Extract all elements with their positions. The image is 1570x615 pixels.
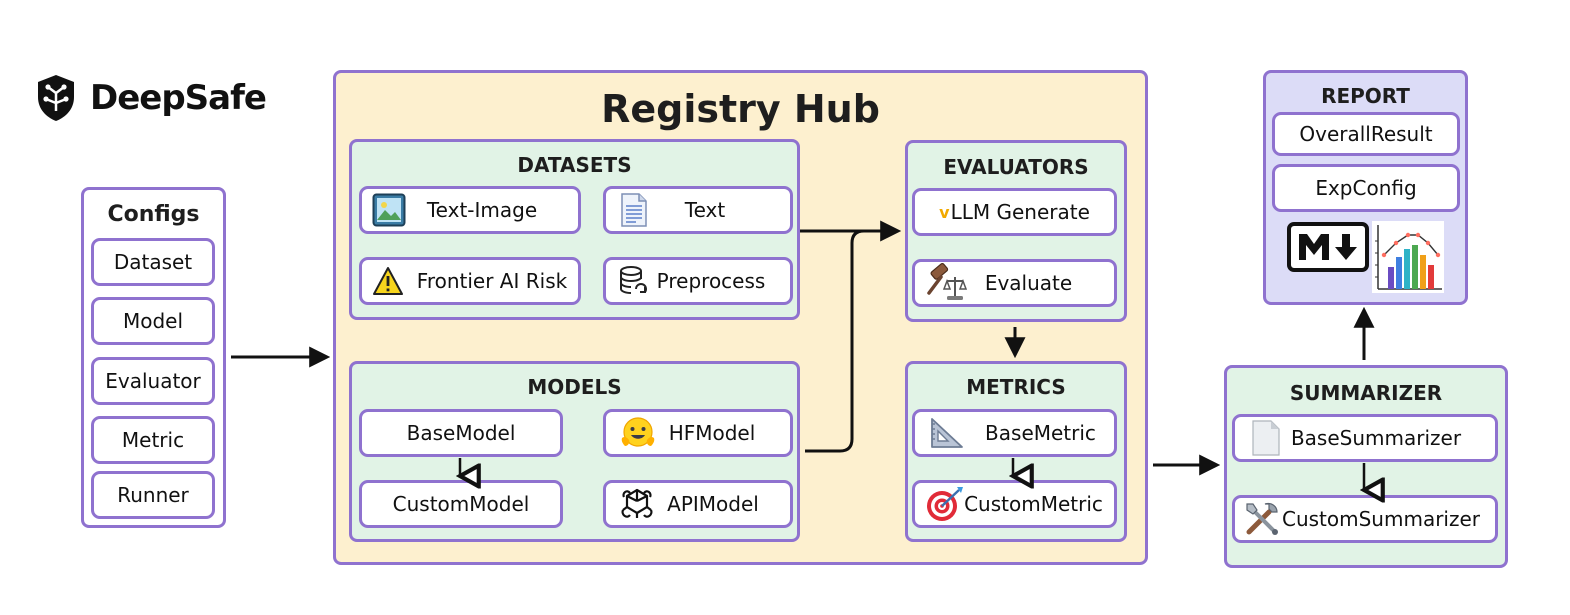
warning-icon — [372, 266, 404, 296]
metric-custommetric-label: CustomMetric — [964, 492, 1103, 516]
triangle-ruler-icon — [929, 416, 965, 450]
chart-icon — [1372, 221, 1444, 293]
document-icon — [620, 193, 648, 227]
dataset-frontier-ai-risk: Frontier AI Risk — [359, 257, 581, 305]
summarizer-customsummarizer: CustomSummarizer — [1232, 495, 1498, 543]
dataset-text-label: Text — [684, 198, 726, 222]
tools-icon — [1243, 500, 1281, 538]
config-item-model: Model — [91, 297, 215, 345]
markdown-icon — [1287, 222, 1369, 272]
shield-circuit-icon — [38, 75, 74, 121]
model-basemodel: BaseModel — [359, 409, 563, 457]
target-icon — [925, 485, 965, 523]
dataset-preprocess: Preprocess — [603, 257, 793, 305]
file-icon — [1251, 420, 1281, 456]
dataset-text: Text — [603, 186, 793, 234]
metric-basemetric-label: BaseMetric — [985, 421, 1096, 445]
summarizer-basesummarizer-label: BaseSummarizer — [1290, 426, 1462, 450]
configs-title: Configs — [107, 202, 200, 227]
database-icon — [618, 265, 650, 297]
summarizer-basesummarizer: BaseSummarizer — [1232, 414, 1498, 462]
datasets-title: DATASETS — [517, 153, 632, 177]
metrics-title: METRICS — [966, 375, 1066, 399]
evaluator-evaluate: Evaluate — [912, 259, 1117, 307]
evaluator-llm-generate: v LLM Generate — [912, 188, 1117, 236]
gavel-icon — [925, 263, 967, 303]
image-icon — [372, 193, 406, 227]
report-title: REPORT — [1321, 84, 1410, 108]
config-item-metric: Metric — [91, 416, 215, 464]
arrow-models-to-evaluators — [805, 229, 865, 453]
report-overallresult: OverallResult — [1272, 112, 1460, 156]
evaluator-evaluate-label: Evaluate — [984, 271, 1073, 295]
brand-name: DeepSafe — [90, 78, 267, 118]
dataset-preprocess-label: Preprocess — [656, 269, 766, 293]
openai-icon — [620, 487, 654, 521]
model-apimodel: APIModel — [603, 480, 793, 528]
summarizer-title: SUMMARIZER — [1289, 381, 1443, 405]
summarizer-customsummarizer-label: CustomSummarizer — [1281, 507, 1481, 531]
dataset-text-image-label: Text-Image — [426, 198, 538, 222]
config-item-runner: Runner — [91, 471, 215, 519]
config-item-dataset: Dataset — [91, 238, 215, 286]
brand-logo: DeepSafe — [34, 72, 284, 124]
models-title: MODELS — [527, 375, 622, 399]
evaluator-llm-generate-label: LLM Generate — [950, 200, 1090, 224]
metric-basemetric: BaseMetric — [912, 409, 1117, 457]
hugging-face-icon — [620, 416, 656, 450]
report-expconfig: ExpConfig — [1272, 164, 1460, 212]
config-item-evaluator: Evaluator — [91, 357, 215, 405]
dataset-text-image: Text-Image — [359, 186, 581, 234]
vllm-icon: v — [939, 202, 950, 222]
model-apimodel-label: APIModel — [667, 492, 759, 516]
registry-hub-title: Registry Hub — [601, 87, 880, 131]
evaluators-title: EVALUATORS — [943, 155, 1089, 179]
model-hfmodel: HFModel — [603, 409, 793, 457]
dataset-frontier-ai-risk-label: Frontier AI Risk — [416, 269, 568, 293]
model-hfmodel-label: HFModel — [668, 421, 756, 445]
